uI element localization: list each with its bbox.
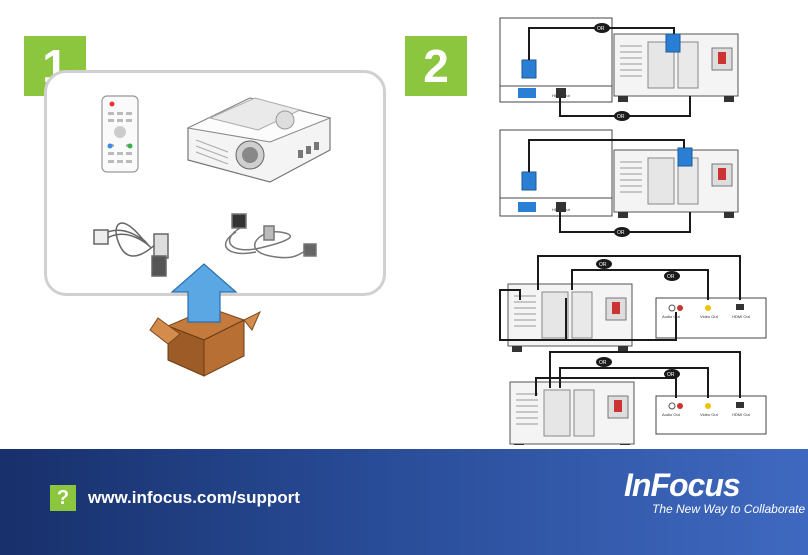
box-contents-illustration (93, 95, 332, 377)
remote-control-icon (101, 95, 139, 173)
infocus-logo: InFocus (624, 467, 741, 503)
svg-text:Audio Out: Audio Out (662, 412, 681, 417)
diagram-computer-hdmi: HDMI Out OR OR (499, 17, 739, 121)
svg-text:HDMI Out: HDMI Out (552, 207, 571, 212)
step-2-badge: 2 (405, 36, 467, 96)
diagram-av-device-2: Audio Out Video Out HDMI Out OR OR (509, 351, 767, 445)
footer-banner: ? www.infocus.com/support InFocus The Ne… (0, 449, 808, 555)
svg-text:HDMI Out: HDMI Out (732, 412, 751, 417)
svg-text:Video Out: Video Out (700, 314, 719, 319)
vga-cable-icon (93, 222, 169, 277)
support-url-link[interactable]: www.infocus.com/support (88, 488, 300, 507)
box-contents-frame (44, 70, 386, 296)
svg-text:Audio Out: Audio Out (662, 314, 681, 319)
connection-diagrams: HDMI Out OR OR HDMI Out OR Audio Out Vid… (499, 17, 767, 445)
svg-text:OR: OR (617, 230, 625, 236)
power-cord-icon (224, 213, 317, 259)
diagram-computer-vga: HDMI Out OR (499, 129, 739, 237)
svg-text:HDMI Out: HDMI Out (732, 314, 751, 319)
svg-text:OR: OR (597, 26, 605, 32)
svg-text:OR: OR (617, 114, 625, 120)
svg-text:HDMI Out: HDMI Out (552, 93, 571, 98)
svg-text:Video Out: Video Out (700, 412, 719, 417)
svg-text:OR: OR (667, 274, 675, 280)
unboxing-arrow-icon (149, 263, 262, 377)
help-icon: ? (50, 485, 76, 511)
svg-text:OR: OR (599, 360, 607, 366)
brand-tagline: The New Way to Collaborate (652, 502, 806, 516)
projector-icon (186, 97, 332, 183)
svg-text:OR: OR (667, 372, 675, 378)
diagram-av-device-1: Audio Out Video Out HDMI Out OR OR (499, 255, 767, 353)
svg-text:OR: OR (599, 262, 607, 268)
